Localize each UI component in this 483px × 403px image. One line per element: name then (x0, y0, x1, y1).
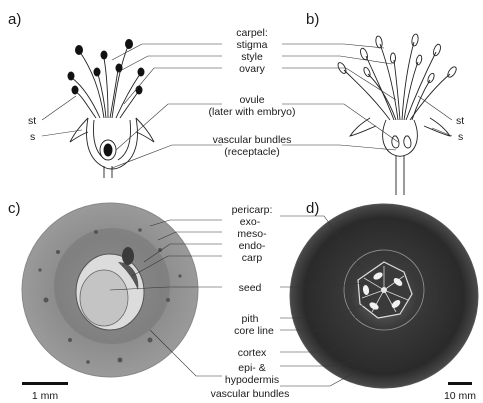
label-b-stamen: st (456, 115, 464, 127)
label-ovule: ovule (239, 94, 264, 106)
scale-bar-d: 10 mm (444, 382, 476, 402)
panel-label-c: c) (8, 200, 21, 217)
panel-label-d: d) (306, 200, 319, 217)
label-cortex: cortex (238, 347, 267, 359)
label-vascular-bundles-bottom: vascular bundles (211, 388, 290, 400)
label-seed: seed (239, 282, 262, 294)
label-hypodermis: hypodermis (225, 374, 279, 386)
label-ovule-note: (later with embryo) (209, 106, 296, 118)
label-carp: carp (242, 252, 263, 264)
bottom-labels: pericarp: exo- meso- endo- carp seed pit… (211, 204, 290, 400)
flower-drawing-b (336, 34, 457, 195)
scale-bar-d-label: 10 mm (444, 390, 476, 402)
apple-cross-section-d (290, 204, 478, 388)
label-stigma: stigma (237, 39, 268, 51)
label-b-sepal: s (458, 131, 463, 143)
label-epi: epi- & (238, 362, 265, 374)
panel-label-a: a) (8, 11, 21, 28)
label-vascular-bundles-top: vascular bundles (213, 134, 292, 146)
label-a-sepal: s (30, 131, 35, 143)
panel-label-b: b) (306, 11, 319, 28)
label-exo: exo- (240, 216, 261, 228)
label-receptacle: (receptacle) (224, 146, 279, 158)
scale-bar-c: 1 mm (22, 382, 68, 402)
scale-bar-c-label: 1 mm (32, 390, 59, 402)
label-core-line: core line (234, 325, 274, 337)
label-style: style (241, 51, 263, 63)
label-ovary: ovary (239, 63, 265, 75)
label-pericarp: pericarp: (232, 204, 273, 216)
label-endo: endo- (239, 240, 266, 252)
top-labels: carpel: stigma style ovary ovule (later … (209, 27, 296, 158)
scale-bar-d-line (448, 382, 472, 385)
label-carpel: carpel: (236, 27, 268, 39)
label-meso: meso- (237, 228, 267, 240)
label-pith: pith (242, 313, 259, 325)
scale-bar-c-line (22, 382, 68, 385)
label-a-stamen: st (28, 115, 36, 127)
